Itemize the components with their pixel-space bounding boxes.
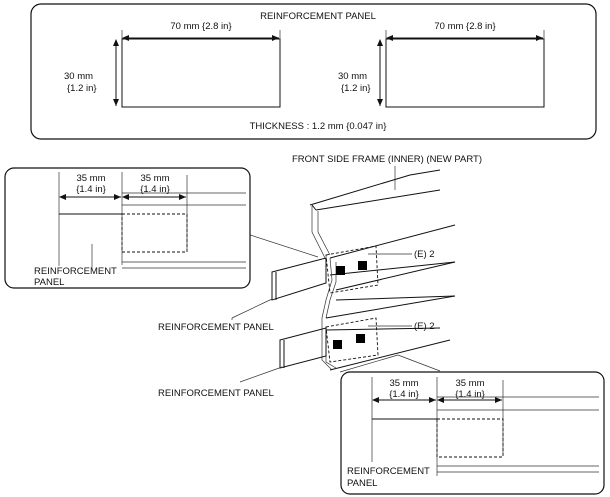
reinforcement-panel-lower: (E) 2	[279, 317, 435, 369]
panel-width-left: 70 mm {2.8 in}	[170, 21, 231, 32]
detail-right-label-1: REINFORCEMENT	[347, 466, 430, 477]
detail-left-label-1: REINFORCEMENT	[34, 266, 117, 277]
detail-right-dim-b-mm: 35 mm	[455, 378, 484, 389]
panel-drawing-left: 70 mm {2.8 in} 30 mm {1.2 in}	[64, 21, 281, 108]
panel-height-left-in: {1.2 in}	[67, 83, 97, 94]
detail-callout-left: 35 mm {1.4 in} 35 mm {1.4 in} REINFORCEM…	[4, 167, 251, 289]
panel-height-right-mm: 30 mm	[338, 71, 367, 82]
frame-label: FRONT SIDE FRAME (INNER) (NEW PART)	[292, 154, 482, 165]
panel-label-lower: REINFORCEMENT PANEL	[158, 388, 274, 399]
panel-label-upper: REINFORCEMENT PANEL	[158, 322, 274, 333]
detail-right-dim-b-in: {1.4 in}	[455, 389, 485, 400]
detail-callout-right: 35 mm {1.4 in} 35 mm {1.4 in} REINFORCEM…	[340, 371, 605, 495]
detail-right-dim-a-mm: 35 mm	[389, 378, 418, 389]
weld-spot	[336, 266, 345, 275]
panel-dimensions-box: REINFORCEMENT PANEL 70 mm {2.8 in} 30 mm…	[30, 3, 597, 140]
panel-thickness: THICKNESS : 1.2 mm {0.047 in}	[250, 121, 387, 132]
panel-height-left-mm: 30 mm	[64, 71, 93, 82]
panel-title: REINFORCEMENT PANEL	[260, 11, 376, 22]
detail-left-label-2: PANEL	[34, 277, 64, 288]
weld-label-upper: (E) 2	[414, 249, 435, 260]
weld-spot	[358, 261, 367, 270]
detail-left-dim-b-in: {1.4 in}	[140, 184, 170, 195]
weld-spot	[356, 334, 365, 343]
panel-height-right-in: {1.2 in}	[341, 83, 371, 94]
weld-spot	[333, 340, 342, 349]
reinforcement-panel-upper: (E) 2	[271, 245, 435, 301]
detail-right-dim-a-in: {1.4 in}	[389, 389, 419, 400]
weld-label-lower: (E) 2	[414, 321, 435, 332]
panel-drawing-right: 70 mm {2.8 in} 30 mm {1.2 in}	[338, 21, 545, 108]
panel-width-right: 70 mm {2.8 in}	[434, 21, 495, 32]
detail-left-dim-b-mm: 35 mm	[140, 173, 169, 184]
detail-left-dim-a-in: {1.4 in}	[76, 184, 106, 195]
frame-drawing: FRONT SIDE FRAME (INNER) (NEW PART) (E) …	[158, 154, 482, 399]
detail-right-label-2: PANEL	[347, 478, 377, 489]
detail-left-dim-a-mm: 35 mm	[76, 173, 105, 184]
